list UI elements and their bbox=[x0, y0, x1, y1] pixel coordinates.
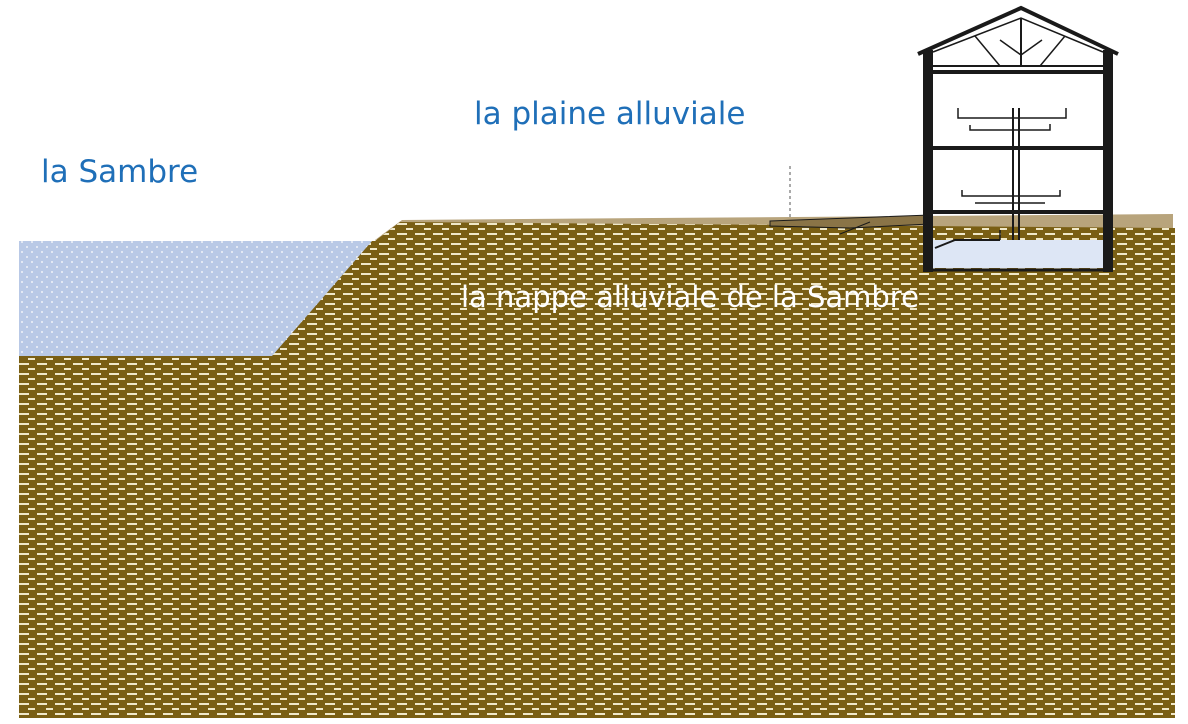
river-water bbox=[19, 241, 372, 356]
river-label: la Sambre bbox=[41, 154, 198, 190]
terrace bbox=[769, 166, 931, 235]
aquifer-soil bbox=[19, 222, 1175, 718]
house-cross-section-icon bbox=[917, 5, 1119, 272]
aquifer-label: la nappe alluviale de la Sambre bbox=[461, 280, 919, 314]
floodplain-label: la plaine alluviale bbox=[474, 96, 745, 132]
